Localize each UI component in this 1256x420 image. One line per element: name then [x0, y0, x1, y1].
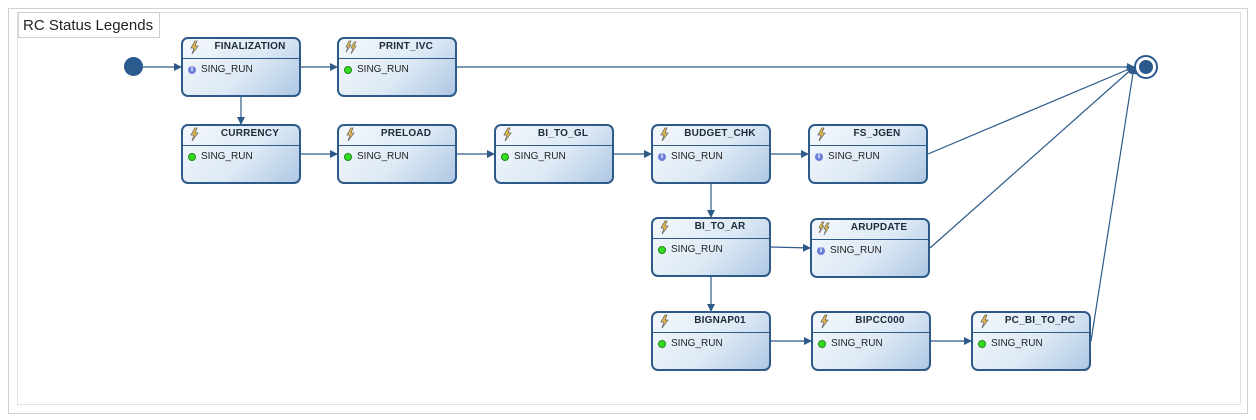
start-node [124, 57, 143, 76]
node-status-label: SING_RUN [357, 151, 409, 162]
info-icon: i [188, 65, 196, 74]
green-dot-icon [658, 339, 666, 348]
job-node-preload[interactable]: PRELOAD SING_RUN [337, 124, 457, 184]
node-status-label: SING_RUN [201, 64, 253, 75]
multi-bolt-icon [345, 40, 357, 55]
node-header: BI_TO_GL [496, 126, 612, 146]
node-title: PC_BI_TO_PC [1004, 315, 1076, 326]
node-status: i SING_RUN [658, 151, 723, 162]
node-title: CURRENCY [220, 128, 280, 139]
single-bolt-icon [817, 127, 826, 142]
job-node-arupdate[interactable]: ARUPDATE i SING_RUN [810, 218, 930, 278]
single-bolt-icon [190, 127, 199, 142]
green-dot-icon [501, 152, 509, 161]
diagram-canvas [17, 12, 1241, 405]
node-status: SING_RUN [818, 338, 883, 349]
single-bolt-icon [346, 127, 355, 142]
node-title: ARUPDATE [850, 222, 908, 233]
job-node-currency[interactable]: CURRENCY SING_RUN [181, 124, 301, 184]
node-header: PRELOAD [339, 126, 455, 146]
edge-pc_bi_to_pc-to-end [1090, 66, 1137, 342]
green-dot-icon [344, 152, 352, 161]
node-header: PRINT_IVC [339, 39, 455, 59]
node-status-label: SING_RUN [991, 338, 1043, 349]
single-bolt-icon [660, 127, 669, 142]
edge-bi_to_ar-to-arupdate [770, 243, 811, 252]
single-bolt-icon [190, 40, 199, 55]
node-status: SING_RUN [501, 151, 566, 162]
node-title: FS_JGEN [853, 128, 901, 139]
node-status: SING_RUN [344, 64, 409, 75]
node-title: BIPCC000 [855, 315, 905, 326]
info-icon: i [815, 152, 823, 161]
node-title: FINALIZATION [214, 41, 286, 52]
edge-fs_jgen-to-end [927, 66, 1135, 155]
node-status-label: SING_RUN [357, 64, 409, 75]
green-dot-icon [818, 339, 826, 348]
node-title: PRINT_IVC [378, 41, 434, 52]
node-status: SING_RUN [344, 151, 409, 162]
green-dot-icon [658, 245, 666, 254]
green-dot-icon [344, 65, 352, 74]
job-node-bi-to-gl[interactable]: BI_TO_GL SING_RUN [494, 124, 614, 184]
node-header: BI_TO_AR [653, 219, 769, 239]
node-status-label: SING_RUN [828, 151, 880, 162]
multi-bolt-icon [818, 221, 830, 236]
single-bolt-icon [660, 314, 669, 329]
node-header: FS_JGEN [810, 126, 926, 146]
node-title: BI_TO_GL [537, 128, 589, 139]
node-status-label: SING_RUN [831, 338, 883, 349]
end-node [1134, 55, 1158, 79]
job-node-finalization[interactable]: FINALIZATION i SING_RUN [181, 37, 301, 97]
single-bolt-icon [980, 314, 989, 329]
legend-title: RC Status Legends [18, 12, 160, 38]
node-header: FINALIZATION [183, 39, 299, 59]
job-node-bi-to-ar[interactable]: BI_TO_AR SING_RUN [651, 217, 771, 277]
node-status: SING_RUN [978, 338, 1043, 349]
single-bolt-icon [660, 220, 669, 235]
node-status: i SING_RUN [815, 151, 880, 162]
node-status: SING_RUN [188, 151, 253, 162]
node-status-label: SING_RUN [830, 245, 882, 256]
single-bolt-icon [820, 314, 829, 329]
node-title: BUDGET_CHK [684, 128, 756, 139]
single-bolt-icon [503, 127, 512, 142]
node-status: i SING_RUN [817, 245, 882, 256]
node-status: i SING_RUN [188, 64, 253, 75]
node-header: ARUPDATE [812, 220, 928, 240]
node-title: BI_TO_AR [694, 221, 746, 232]
green-dot-icon [188, 152, 196, 161]
node-header: BIPCC000 [813, 313, 929, 333]
node-title: BIGNAP01 [694, 315, 746, 326]
info-icon: i [658, 152, 666, 161]
node-status-label: SING_RUN [671, 244, 723, 255]
node-status-label: SING_RUN [514, 151, 566, 162]
node-status-label: SING_RUN [201, 151, 253, 162]
node-header: PC_BI_TO_PC [973, 313, 1089, 333]
node-status-label: SING_RUN [671, 338, 723, 349]
node-title: PRELOAD [380, 128, 432, 139]
node-header: BUDGET_CHK [653, 126, 769, 146]
job-node-print-ivc[interactable]: PRINT_IVC SING_RUN [337, 37, 457, 97]
node-status: SING_RUN [658, 244, 723, 255]
node-status-label: SING_RUN [671, 151, 723, 162]
job-node-pc-bi-to-pc[interactable]: PC_BI_TO_PC SING_RUN [971, 311, 1091, 371]
edge-arupdate-to-end [929, 66, 1135, 249]
info-icon: i [817, 246, 825, 255]
node-status: SING_RUN [658, 338, 723, 349]
node-header: BIGNAP01 [653, 313, 769, 333]
green-dot-icon [978, 339, 986, 348]
node-header: CURRENCY [183, 126, 299, 146]
